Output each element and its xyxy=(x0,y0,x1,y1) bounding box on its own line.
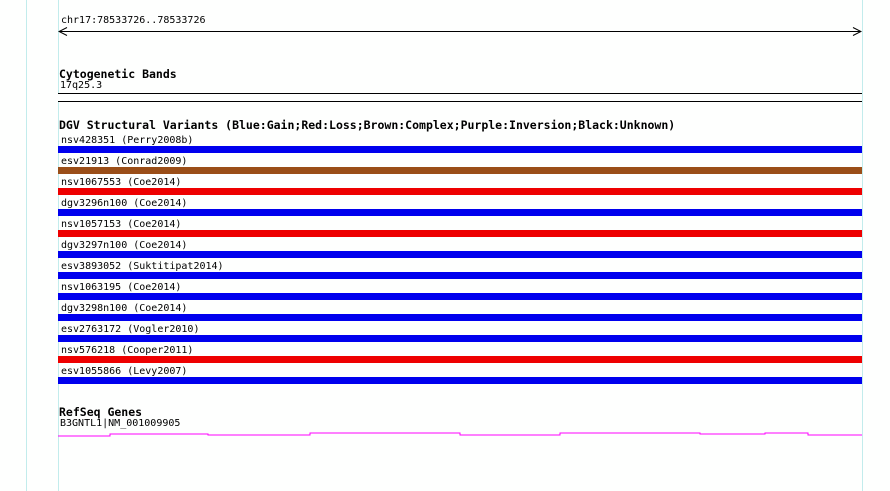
dgv-track-row: dgv3298n100 (Coe2014) xyxy=(58,303,862,324)
region-coordinates-label: chr17:78533726..78533726 xyxy=(61,15,206,26)
cytogenetic-bands-title: Cytogenetic Bands xyxy=(59,67,177,81)
dgv-section-title: DGV Structural Variants (Blue:Gain;Red:L… xyxy=(59,118,676,132)
variant-bar-gain[interactable] xyxy=(58,251,862,258)
dgv-track-row: nsv1057153 (Coe2014) xyxy=(58,219,862,240)
guide-line-content-right xyxy=(862,0,863,491)
variant-label[interactable]: nsv1067553 (Coe2014) xyxy=(61,177,182,188)
dgv-track-row: nsv1063195 (Coe2014) xyxy=(58,282,862,303)
cytoband-label: 17q25.3 xyxy=(60,80,103,91)
variant-label[interactable]: esv1055866 (Levy2007) xyxy=(61,366,188,377)
cytoband-box[interactable] xyxy=(58,93,862,102)
variant-bar-loss[interactable] xyxy=(58,230,862,237)
right-arrow-icon xyxy=(852,27,862,36)
variant-label[interactable]: nsv576218 (Cooper2011) xyxy=(61,345,194,356)
dgv-track-row: esv3893052 (Suktitipat2014) xyxy=(58,261,862,282)
region-ruler xyxy=(58,27,862,36)
dgv-track-row: nsv428351 (Perry2008b) xyxy=(58,135,862,156)
variant-label[interactable]: dgv3298n100 (Coe2014) xyxy=(61,303,188,314)
variant-label[interactable]: esv3893052 (Suktitipat2014) xyxy=(61,261,224,272)
variant-bar-loss[interactable] xyxy=(58,356,862,363)
variant-label[interactable]: nsv1063195 (Coe2014) xyxy=(61,282,182,293)
variant-label[interactable]: nsv1057153 (Coe2014) xyxy=(61,219,182,230)
variant-bar-gain[interactable] xyxy=(58,209,862,216)
dgv-track-list: nsv428351 (Perry2008b) esv21913 (Conrad2… xyxy=(58,135,862,387)
variant-bar-gain[interactable] xyxy=(58,272,862,279)
dgv-track-row: dgv3297n100 (Coe2014) xyxy=(58,240,862,261)
variant-bar-gain[interactable] xyxy=(58,335,862,342)
variant-label[interactable]: dgv3297n100 (Coe2014) xyxy=(61,240,188,251)
left-arrow-icon xyxy=(58,27,68,36)
variant-label[interactable]: esv2763172 (Vogler2010) xyxy=(61,324,200,335)
variant-bar-gain[interactable] xyxy=(58,377,862,384)
guide-line-outer-left xyxy=(26,0,27,491)
dgv-track-row: esv2763172 (Vogler2010) xyxy=(58,324,862,345)
variant-bar-gain[interactable] xyxy=(58,293,862,300)
variant-bar-complex[interactable] xyxy=(58,167,862,174)
guide-line-content-left xyxy=(58,0,59,491)
refseq-gene-label[interactable]: B3GNTL1|NM_001009905 xyxy=(60,418,181,429)
refseq-gene-line[interactable] xyxy=(58,430,862,440)
variant-label[interactable]: esv21913 (Conrad2009) xyxy=(61,156,188,167)
dgv-track-row: dgv3296n100 (Coe2014) xyxy=(58,198,862,219)
variant-bar-loss[interactable] xyxy=(58,188,862,195)
dgv-track-row: esv21913 (Conrad2009) xyxy=(58,156,862,177)
variant-bar-gain[interactable] xyxy=(58,314,862,321)
variant-bar-gain[interactable] xyxy=(58,146,862,153)
refseq-section-title: RefSeq Genes xyxy=(59,405,143,419)
variant-label[interactable]: dgv3296n100 (Coe2014) xyxy=(61,198,188,209)
dgv-track-row: nsv576218 (Cooper2011) xyxy=(58,345,862,366)
dgv-track-row: esv1055866 (Levy2007) xyxy=(58,366,862,387)
variant-label[interactable]: nsv428351 (Perry2008b) xyxy=(61,135,194,146)
dgv-track-row: nsv1067553 (Coe2014) xyxy=(58,177,862,198)
